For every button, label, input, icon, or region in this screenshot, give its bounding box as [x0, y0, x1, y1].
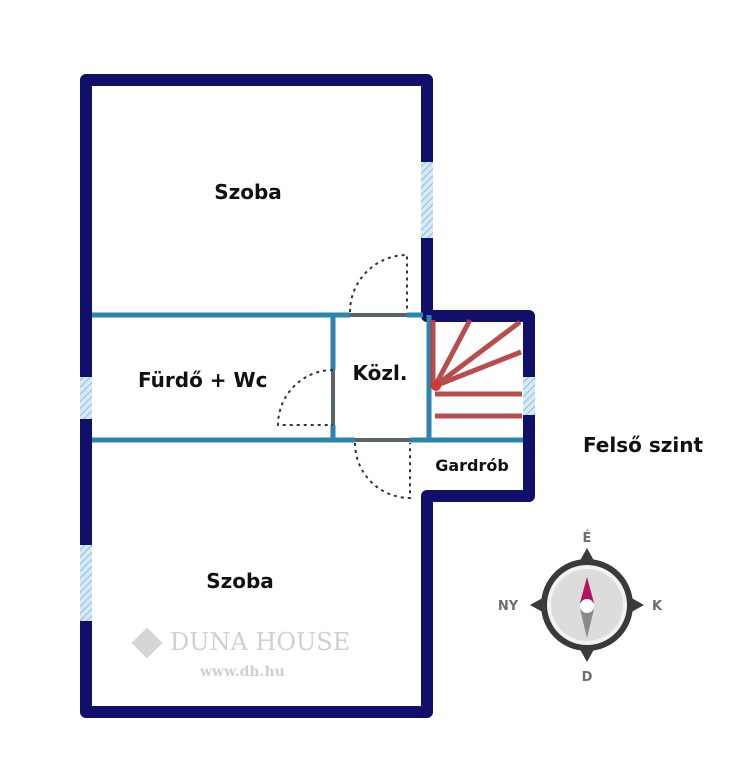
window [80, 377, 92, 419]
room-label-furdo: Fürdő + Wc [138, 368, 267, 392]
room-label-gardrob: Gardrób [435, 456, 509, 475]
watermark-url: www.dh.hu [199, 664, 285, 680]
compass-south: D [582, 670, 593, 685]
window [80, 545, 92, 621]
watermark-brand: DUNA HOUSE [170, 628, 350, 656]
compass: É D NY K [498, 530, 663, 685]
room-label-szoba-bottom: Szoba [206, 569, 274, 593]
compass-east: K [652, 599, 663, 614]
watermark: DUNA HOUSE www.dh.hu [131, 627, 350, 680]
stairs [430, 318, 522, 419]
window [421, 162, 433, 238]
room-label-kozl: Közl. [353, 361, 408, 385]
window [523, 377, 535, 415]
compass-north: É [583, 530, 592, 546]
compass-west: NY [498, 599, 519, 614]
inner-walls [92, 312, 523, 443]
outer-wall [80, 74, 535, 718]
level-label: Felső szint [583, 433, 704, 457]
doors [276, 253, 411, 500]
room-label-szoba-top: Szoba [214, 180, 282, 204]
needle-north [580, 577, 594, 603]
